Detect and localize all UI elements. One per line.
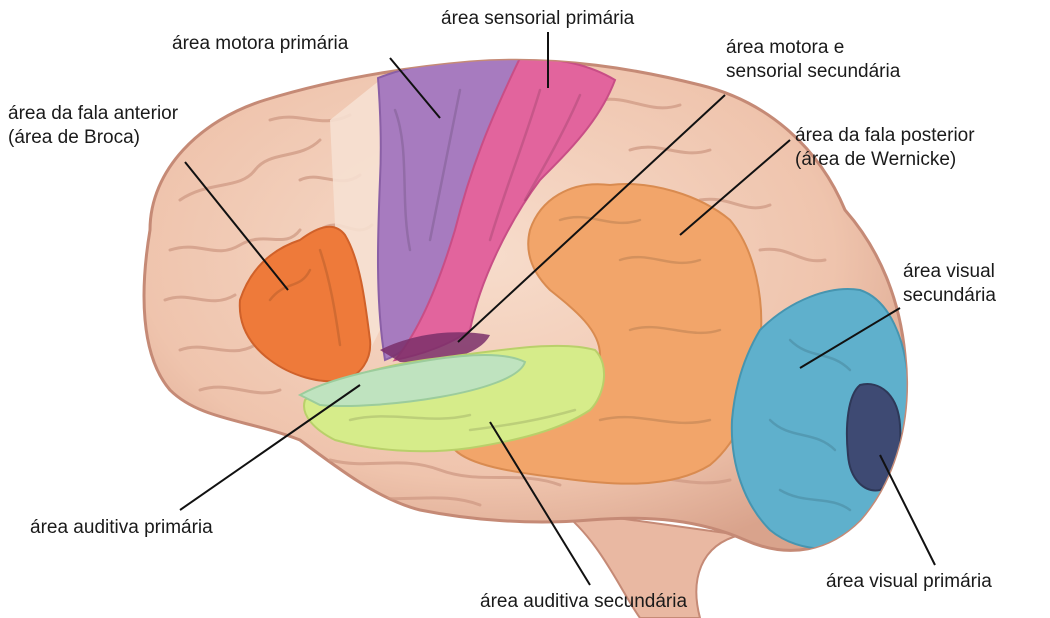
label-secondary-visual: área visual secundária xyxy=(903,260,996,308)
label-broca-line2: (área de Broca) xyxy=(8,126,178,150)
label-primary-sensory: área sensorial primária xyxy=(441,7,634,31)
label-wernicke-line2: (área de Wernicke) xyxy=(795,148,975,172)
label-secondary-motor-sensory-line2: sensorial secundária xyxy=(726,60,900,84)
label-secondary-visual-line1: área visual xyxy=(903,260,996,284)
label-primary-auditory-text: área auditiva primária xyxy=(30,516,213,540)
label-primary-visual: área visual primária xyxy=(826,570,992,594)
label-secondary-visual-line2: secundária xyxy=(903,284,996,308)
label-primary-sensory-text: área sensorial primária xyxy=(441,7,634,31)
label-primary-visual-text: área visual primária xyxy=(826,570,992,594)
leader-primary-visual xyxy=(880,455,935,565)
label-wernicke-line1: área da fala posterior xyxy=(795,124,975,148)
label-secondary-auditory: área auditiva secundária xyxy=(480,590,687,614)
label-wernicke: área da fala posterior (área de Wernicke… xyxy=(795,124,975,172)
label-primary-motor: área motora primária xyxy=(172,32,348,56)
label-secondary-auditory-text: área auditiva secundária xyxy=(480,590,687,614)
label-primary-motor-text: área motora primária xyxy=(172,32,348,56)
label-secondary-motor-sensory: área motora e sensorial secundária xyxy=(726,36,900,84)
label-broca-line1: área da fala anterior xyxy=(8,102,178,126)
label-broca: área da fala anterior (área de Broca) xyxy=(8,102,178,150)
primary-visual-region xyxy=(847,384,900,490)
label-primary-auditory: área auditiva primária xyxy=(30,516,213,540)
label-secondary-motor-sensory-line1: área motora e xyxy=(726,36,900,60)
